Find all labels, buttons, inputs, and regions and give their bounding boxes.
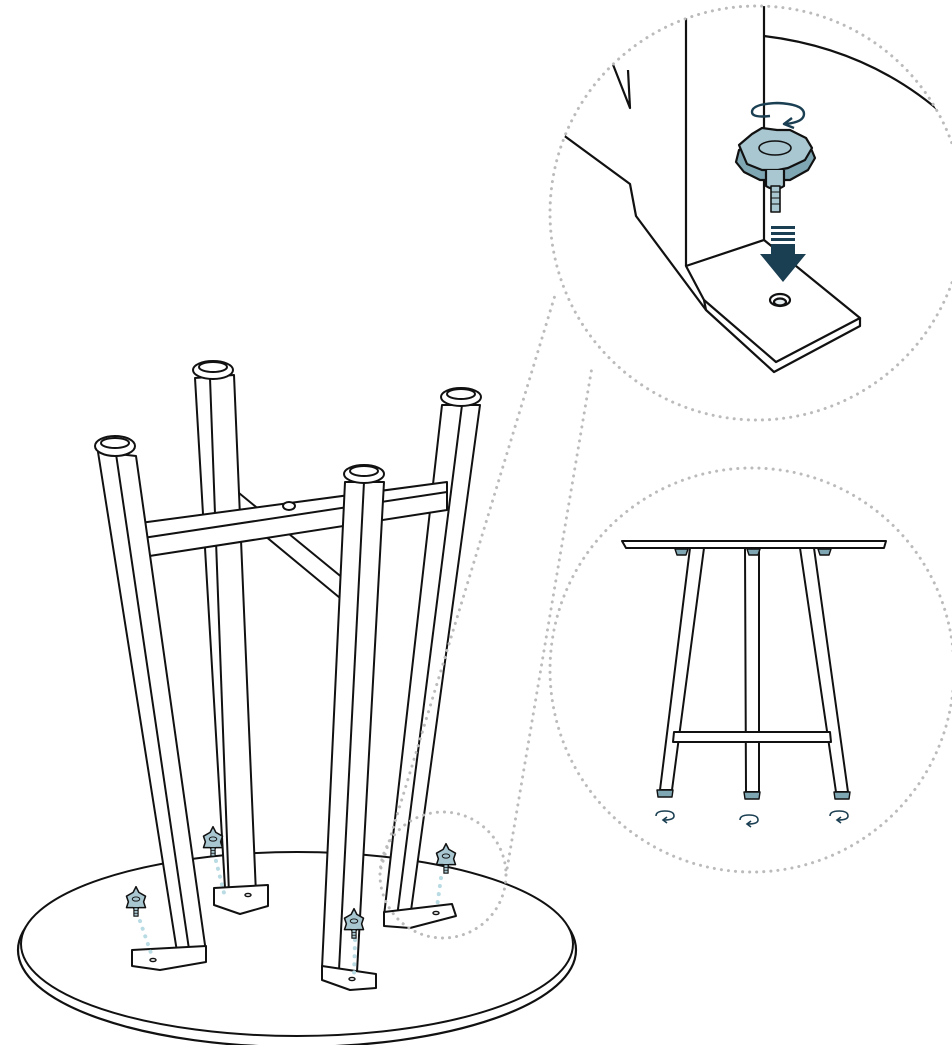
mini-rotate-icons [655,810,849,828]
insert-guides [138,851,443,977]
rotate-icon-left [655,810,675,824]
rotate-icon-right [829,810,849,824]
knob-main-2 [202,825,224,857]
star-knob-large-icon [734,126,817,213]
round-tabletop [16,851,578,1045]
leg-back-left [192,360,269,915]
knob-rotate-detail [548,4,952,422]
rotate-icon-center [739,814,759,828]
leg-front-left [94,435,207,971]
callout-connectors [379,290,594,877]
standing-table-view [548,466,952,874]
leg-back-right [383,387,482,929]
foot-holes [149,892,440,982]
insert-down-arrow-icon [760,226,806,282]
rotate-clockwise-icon [750,101,806,130]
mini-leg-center [744,547,760,793]
leg-front-right [321,464,385,991]
